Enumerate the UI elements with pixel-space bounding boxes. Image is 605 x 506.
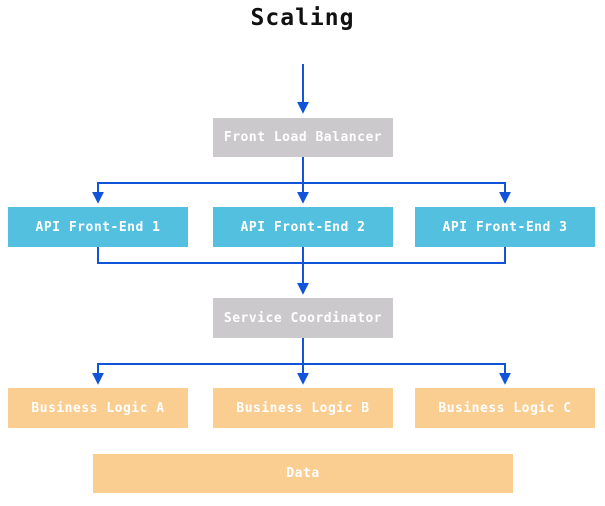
edge-load-balancer-to-api1 [92, 157, 304, 204]
node-business-logic-a: Business Logic A [8, 388, 188, 428]
edge-api1-to-coordinator [97, 247, 303, 264]
node-front-load-balancer: Front Load Balancer [213, 118, 393, 157]
edge-coordinator-to-logic-a [92, 338, 304, 385]
node-business-logic-c: Business Logic C [415, 388, 595, 428]
node-api-front-end-1: API Front-End 1 [8, 207, 188, 247]
edge-api3-to-coordinator [303, 247, 506, 264]
node-business-logic-b: Business Logic B [213, 388, 393, 428]
node-api-front-end-3: API Front-End 3 [415, 207, 595, 247]
node-data: Data [93, 454, 513, 493]
edge-coordinator-to-logic-c [302, 338, 511, 385]
node-api-front-end-2: API Front-End 2 [213, 207, 393, 247]
edge-load-balancer-to-api3 [302, 157, 511, 204]
diagram-title: Scaling [250, 5, 355, 31]
node-service-coordinator: Service Coordinator [213, 298, 393, 338]
